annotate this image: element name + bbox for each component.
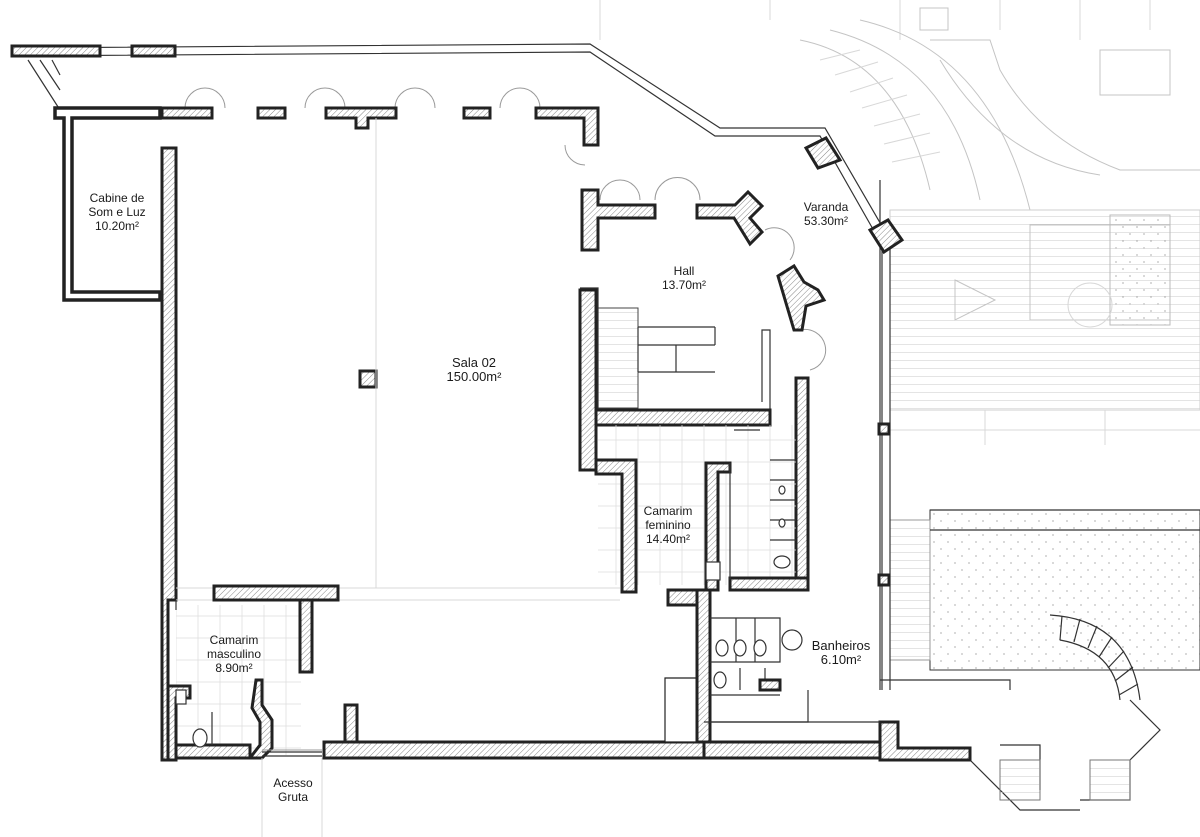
acesso-gruta-path [261,758,323,837]
label-line2: Gruta [277,790,309,804]
room-label-camarim-feminino: Camarim feminino 14.40m² [644,504,693,546]
room-area: 53.30m² [803,214,849,228]
room-label-camarim-masculino: Camarim masculino 8.90m² [207,633,261,675]
varanda-columns [803,136,905,587]
room-area: 6.10m² [820,652,862,667]
room-label-sala-02: Sala 02 150.00m² [447,356,502,384]
label-line1: Acesso [273,776,313,790]
room-area: 13.70m² [661,278,707,292]
room-name: Banheiros [811,638,871,653]
room-name-line2: masculino [206,647,262,661]
room-label-cabine: Cabine de Som e Luz 10.20m² [88,191,145,233]
room-label-acesso-gruta: Acesso Gruta [273,776,312,804]
room-name: Varanda [803,200,849,214]
room-name: Hall [673,264,695,278]
camarim-feminino [594,425,810,594]
bottom-connector-wall [702,720,972,762]
context-landscape [599,0,1200,811]
cabine-room [53,106,162,302]
outer-envelope [10,43,891,690]
room-area: 14.40m² [645,532,691,546]
room-name-line1: Camarim [643,504,693,518]
room-area: 150.00m² [446,369,502,384]
room-label-banheiros: Banheiros 6.10m² [812,639,871,667]
room-label-hall: Hall 13.70m² [662,264,706,292]
column [358,369,378,389]
curved-stair-steps [1059,615,1139,696]
sala-02-walls [160,106,706,762]
room-name-line2: feminino [645,518,691,532]
room-area: 10.20m² [94,219,140,233]
camarim-masculino [166,584,340,762]
room-area: 8.90m² [215,661,253,675]
room-label-varanda: Varanda 53.30m² [804,200,848,228]
room-name-line1: Camarim [209,633,259,647]
circular-stair-lines [819,49,941,163]
room-name-line2: Som e Luz [88,205,146,219]
room-name-line1: Cabine de [89,191,145,205]
room-name: Sala 02 [451,355,497,370]
